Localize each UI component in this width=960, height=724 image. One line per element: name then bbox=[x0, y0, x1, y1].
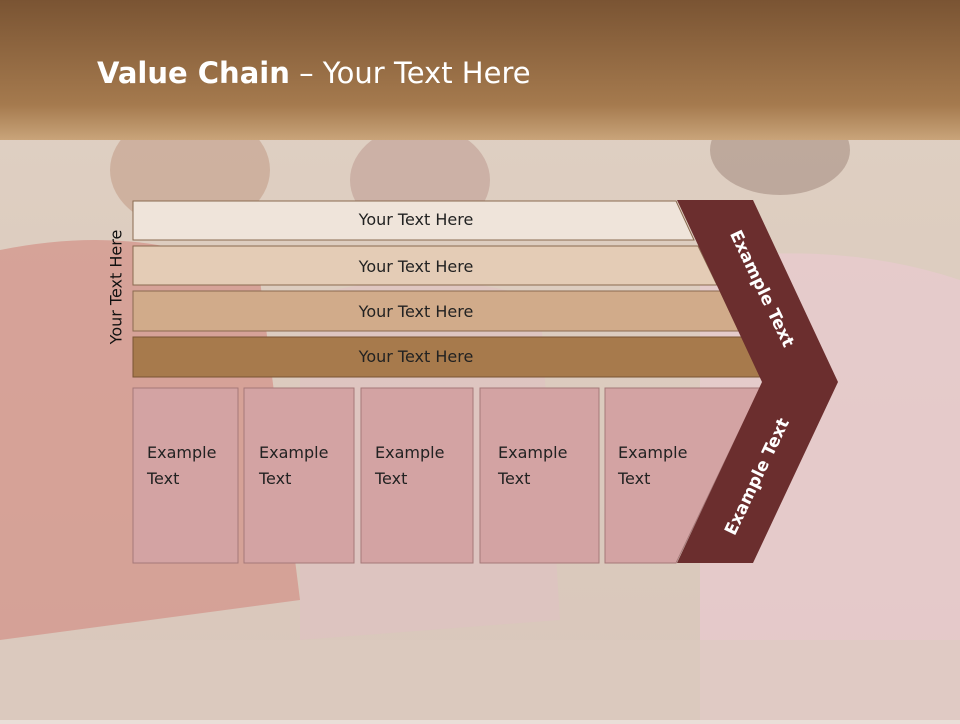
bar-1-label: Your Text Here bbox=[358, 257, 474, 276]
diagram-reflection: Example Text Example Text Example Text E… bbox=[0, 566, 960, 720]
box-1-line2: Text bbox=[258, 469, 291, 488]
box-4: Example Text bbox=[604, 387, 761, 564]
box-0: Example Text bbox=[132, 387, 239, 564]
title-rest: – Your Text Here bbox=[289, 56, 531, 90]
bar-0: Your Text Here bbox=[132, 200, 695, 241]
box-2-line2: Text bbox=[374, 469, 407, 488]
box-0-line1: Example bbox=[147, 443, 216, 462]
bar-3-label: Your Text Here bbox=[358, 347, 474, 366]
box-4-line2: Text bbox=[617, 469, 650, 488]
title-band bbox=[0, 0, 960, 140]
slide-title: Value Chain – Your Text Here bbox=[97, 56, 531, 90]
box-3-line1: Example bbox=[498, 443, 567, 462]
bar-2-label: Your Text Here bbox=[358, 302, 474, 321]
box-2-line1: Example bbox=[375, 443, 444, 462]
box-4-line1: Example bbox=[618, 443, 687, 462]
box-0-line2: Text bbox=[146, 469, 179, 488]
box-3: Example Text bbox=[479, 387, 600, 564]
bar-2: Your Text Here bbox=[132, 290, 740, 332]
box-3-line2: Text bbox=[497, 469, 530, 488]
title-bold: Value Chain bbox=[97, 56, 290, 90]
box-2: Example Text bbox=[360, 387, 474, 564]
bar-3: Your Text Here bbox=[132, 336, 763, 378]
bar-0-label: Your Text Here bbox=[358, 210, 474, 229]
box-1: Example Text bbox=[243, 387, 355, 564]
box-1-line1: Example bbox=[259, 443, 328, 462]
bar-1: Your Text Here bbox=[132, 245, 718, 286]
